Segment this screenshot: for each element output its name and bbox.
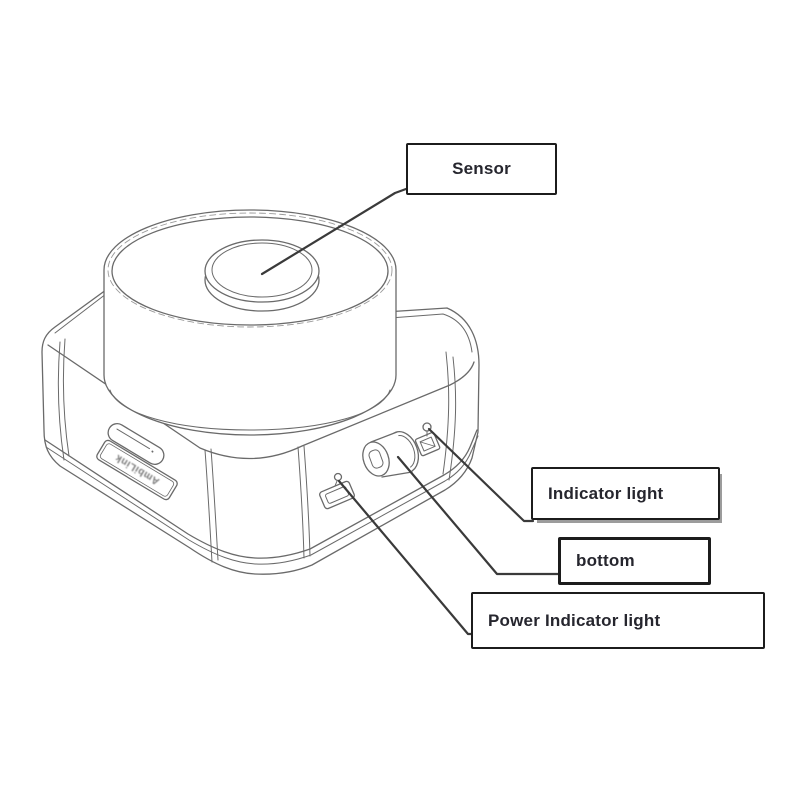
- indicator-bracket: [414, 431, 441, 457]
- base-topface-edge: [47, 344, 475, 460]
- turret-top-rim-inner: [111, 216, 389, 326]
- leader-power-indicator: [337, 479, 474, 636]
- button-face-detail: [368, 449, 384, 469]
- base-edge-chamfer-right: [389, 313, 473, 353]
- base-seam-line-2: [45, 435, 479, 565]
- base-seam-line-1: [44, 429, 478, 559]
- turret-cylinder: [103, 209, 397, 436]
- callout-indicator-light: Indicator light: [531, 467, 720, 520]
- vent-slot: [107, 423, 165, 465]
- callout-bottom: bottom: [558, 537, 711, 585]
- callout-power-indicator-light-label: Power Indicator light: [488, 610, 661, 630]
- right-corner-lines: [442, 351, 457, 481]
- callout-sensor-label: Sensor: [452, 159, 511, 178]
- left-corner-lines: [57, 338, 70, 461]
- button-face: [362, 441, 390, 477]
- callout-sensor: Sensor: [406, 143, 557, 195]
- leader-indicator-light: [427, 427, 535, 523]
- leader-sensor: [260, 187, 408, 276]
- callout-power-indicator-light: Power Indicator light: [471, 592, 765, 649]
- turret-rim-hatching: [107, 212, 393, 328]
- sensor-surface: [211, 242, 313, 298]
- callout-bottom-label: bottom: [576, 551, 635, 570]
- power-led-stem: [334, 480, 338, 487]
- leader-bottom: [396, 455, 560, 576]
- turret-bottom-edge: [109, 389, 391, 431]
- button-body-edges: [370, 431, 413, 478]
- front-corner-lines: [204, 445, 311, 563]
- callout-indicator-light-label: Indicator light: [548, 483, 664, 503]
- power-indicator-led: [333, 472, 343, 482]
